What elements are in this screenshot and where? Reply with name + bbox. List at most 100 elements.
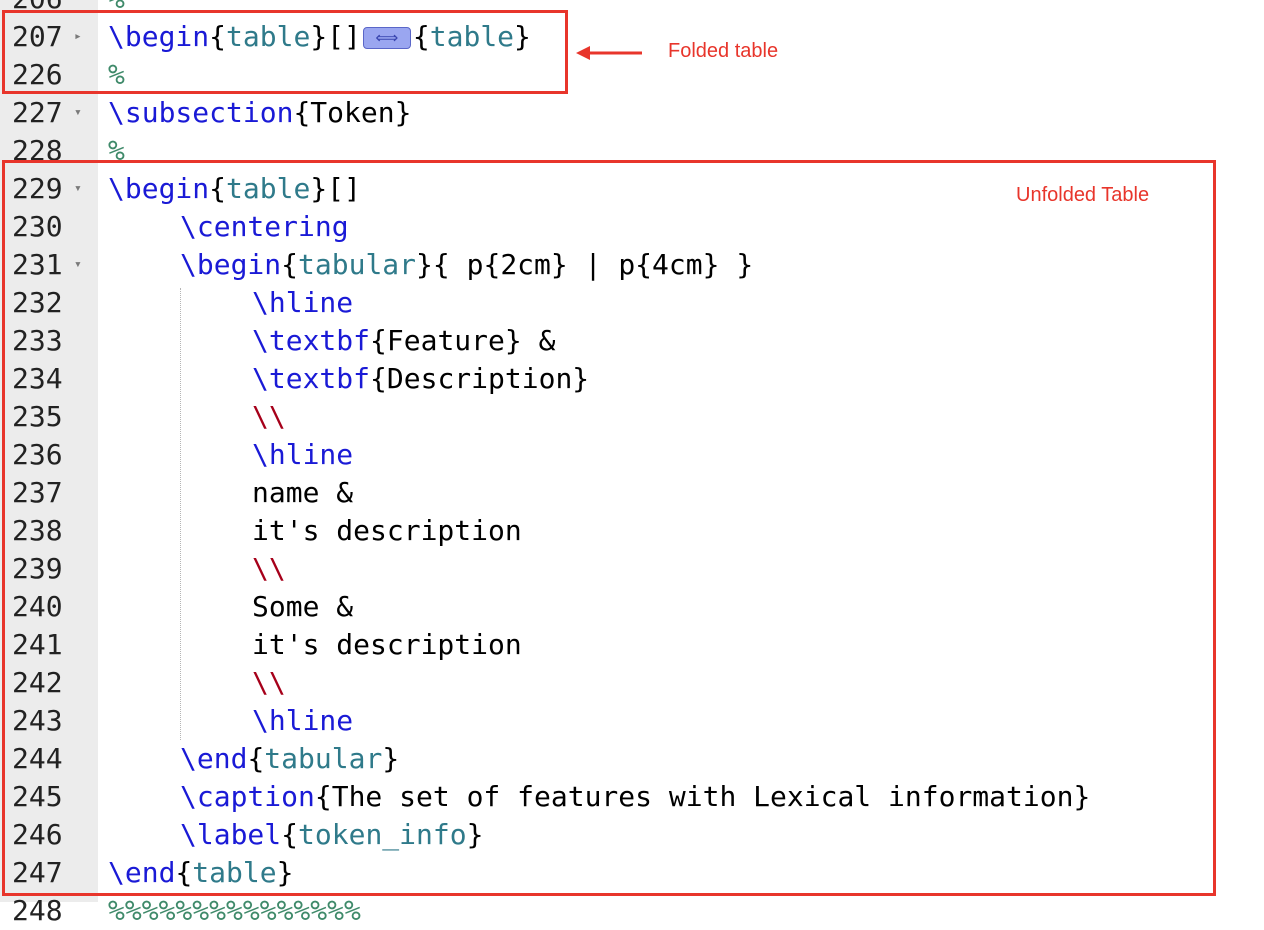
code-line-207[interactable]: 207 ▸ \begin{table}[]⟺{table} [0, 18, 1264, 56]
line-number: 227 [12, 96, 63, 129]
code-token: it's description [252, 514, 522, 547]
code-token: { [281, 248, 299, 281]
code-line-247[interactable]: 247 \end{table} [0, 854, 1264, 892]
line-number: 238 [12, 514, 63, 547]
code-text: it's description [252, 512, 522, 550]
code-line-241[interactable]: 241 it's description [0, 626, 1264, 664]
code-text: \end{tabular} [180, 740, 399, 778]
code-token: \\ [252, 552, 286, 585]
code-token: \begin [180, 248, 282, 281]
code-token: \centering [180, 210, 349, 243]
code-token: table [226, 172, 311, 205]
code-line-239[interactable]: 239 \\ [0, 550, 1264, 588]
line-number: 236 [12, 438, 63, 471]
code-text: Some & [252, 588, 353, 626]
code-text: \caption{The set of features with Lexica… [180, 778, 1090, 816]
code-text: \subsection{Token} [108, 94, 411, 132]
code-text: it's description [252, 626, 522, 664]
folded-table-label: Folded table [668, 40, 779, 62]
code-line-226[interactable]: 226% [0, 56, 1264, 94]
fold-collapse-icon[interactable]: ▾ [74, 181, 82, 196]
code-line-232[interactable]: 232\hline [0, 284, 1264, 322]
code-token: table [192, 856, 277, 889]
code-token: { [247, 742, 265, 775]
code-text: \\ [252, 550, 286, 588]
code-line-243[interactable]: 243\hline [0, 702, 1264, 740]
code-text: \\ [252, 664, 286, 702]
code-token: tabular [298, 248, 417, 281]
code-text: \hline [252, 702, 353, 740]
code-token: table [226, 20, 311, 53]
code-text: \begin{table}[] [108, 170, 361, 208]
code-token: { [209, 20, 227, 53]
code-text: %%%%%%%%%%%%%%% [108, 892, 361, 930]
line-number: 231 [12, 248, 63, 281]
code-line-231[interactable]: 231 ▾ \begin{tabular}{ p{2cm} | p{4cm} } [0, 246, 1264, 284]
code-line-246[interactable]: 246 \label{token_info} [0, 816, 1264, 854]
code-text: \begin{table}[]⟺{table} [108, 18, 531, 56]
code-line-230[interactable]: 230\centering [0, 208, 1264, 246]
code-token: %%%%%%%%%%%%%%% [108, 894, 361, 927]
code-line-236[interactable]: 236\hline [0, 436, 1264, 474]
arrow-left-icon [576, 46, 642, 60]
code-line-235[interactable]: 235 \\ [0, 398, 1264, 436]
code-token: } [382, 742, 400, 775]
code-line-234[interactable]: 234\textbf{Description} [0, 360, 1264, 398]
line-number: 246 [12, 818, 63, 851]
line-number: 247 [12, 856, 63, 889]
code-text: \label{token_info} [180, 816, 483, 854]
line-number: 235 [12, 400, 63, 433]
code-token: { [412, 20, 430, 53]
code-token: tabular [264, 742, 383, 775]
line-number: 239 [12, 552, 63, 585]
unfolded-table-highlight-box [2, 160, 1216, 896]
code-token: \begin [108, 20, 210, 53]
code-text: % [108, 56, 125, 94]
code-line-244[interactable]: 244 \end{tabular} [0, 740, 1264, 778]
line-number: 207 [12, 20, 63, 53]
line-number: 244 [12, 742, 63, 775]
code-line-238[interactable]: 238 it's description [0, 512, 1264, 550]
code-token: \textbf [252, 324, 371, 357]
code-text: % [108, 132, 125, 170]
line-number: 234 [12, 362, 63, 395]
code-text: \hline [252, 284, 353, 322]
code-line-227[interactable]: 227 ▾ \subsection{Token} [0, 94, 1264, 132]
fold-collapse-icon[interactable]: ▾ [74, 105, 82, 120]
double-arrow-icon[interactable]: ⟺ [362, 27, 411, 49]
code-token: } [276, 856, 294, 889]
fold-expand-icon[interactable]: ▸ [74, 29, 82, 44]
code-token: }[] [310, 172, 361, 205]
code-line-233[interactable]: 233\textbf{Feature} & [0, 322, 1264, 360]
line-number: 241 [12, 628, 63, 661]
code-token: \end [108, 856, 176, 889]
code-token: \\ [252, 666, 286, 699]
code-token: {The set of features with Lexical inform… [314, 780, 1091, 813]
code-token: it's description [252, 628, 522, 661]
code-token: } [466, 818, 484, 851]
code-token: }{ p{2cm} | p{4cm} } [416, 248, 754, 281]
code-token: {Description} [370, 362, 590, 395]
code-token: {Feature} & [370, 324, 556, 357]
code-line-245[interactable]: 245 \caption{The set of features with Lex… [0, 778, 1264, 816]
unfolded-table-label: Unfolded Table [1016, 184, 1150, 206]
code-line-248[interactable]: 248%%%%%%%%%%%%%%% [0, 892, 1264, 930]
code-token: name & [252, 476, 354, 509]
indent-guide [180, 288, 181, 740]
code-token: Some & [252, 590, 354, 623]
code-line-242[interactable]: 242 \\ [0, 664, 1264, 702]
code-token: { [175, 856, 193, 889]
fold-collapse-icon[interactable]: ▾ [74, 257, 82, 272]
code-token: }[] [310, 20, 361, 53]
code-token: \caption [180, 780, 315, 813]
line-number: 245 [12, 780, 63, 813]
line-number: 248 [12, 894, 63, 927]
code-token: table [429, 20, 515, 53]
line-number: 226 [12, 58, 63, 91]
code-token: \begin [108, 172, 210, 205]
line-number: 242 [12, 666, 63, 699]
code-line-229[interactable]: 229▾\begin{table}[] [0, 170, 1264, 208]
code-text: \\ [252, 398, 286, 436]
